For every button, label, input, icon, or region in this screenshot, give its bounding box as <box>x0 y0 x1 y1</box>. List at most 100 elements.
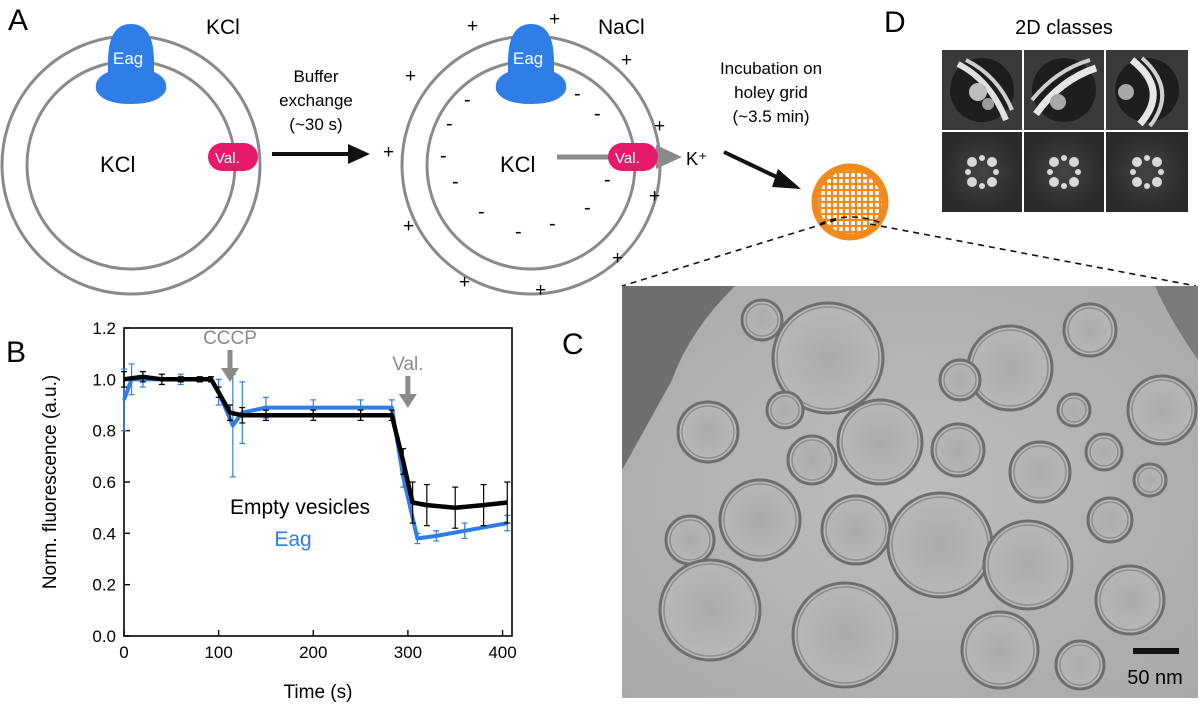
class-averages-grid <box>940 48 1190 214</box>
x-tick-label: 0 <box>119 643 128 662</box>
y-tick-label: 1.2 <box>92 319 116 338</box>
legend-empty-vesicles: Empty vesicles <box>230 496 370 519</box>
minus-charge: - <box>574 83 581 105</box>
panel-label-b: B <box>6 336 26 369</box>
minus-charge: - <box>478 201 485 223</box>
minus-charge: - <box>464 89 471 111</box>
vesicle-inner-leaflet <box>841 403 919 481</box>
plus-charge: + <box>612 248 623 269</box>
outside-buffer-label-right: NaCl <box>598 16 645 39</box>
y-axis-label: Norm. fluorescence (a.u.) <box>40 375 61 589</box>
vesicle-inner-leaflet <box>663 563 757 657</box>
class-average-top-view <box>1106 132 1188 212</box>
series-empty-vesicles <box>121 371 511 529</box>
vesicle-inner-leaflet <box>681 405 735 459</box>
vesicle-inner-leaflet <box>1061 397 1087 423</box>
step1-line1: Buffer <box>293 67 338 86</box>
vesicle <box>938 358 982 402</box>
plus-charge: + <box>459 272 470 293</box>
minus-charge: - <box>452 171 459 193</box>
panel-label-c: C <box>562 328 584 361</box>
valinomycin-left <box>208 143 258 171</box>
zoom-lines <box>621 216 1197 287</box>
inside-buffer-label: KCl <box>100 152 135 177</box>
class-average-side-view <box>1024 50 1104 130</box>
plus-charge: + <box>649 186 660 207</box>
scalebar-label: 50 nm <box>1127 667 1183 689</box>
x-tick-label: 300 <box>394 643 422 662</box>
vesicle <box>765 390 805 430</box>
vesicle-inner-leaflet <box>943 363 977 397</box>
series-line <box>123 374 508 510</box>
annotation-label: CCCP <box>203 328 257 349</box>
vesicle-inner-leaflet <box>791 439 833 481</box>
annotation-arrow-head <box>398 394 417 408</box>
vesicle-inner-leaflet <box>723 483 797 557</box>
panel-label-d: D <box>884 6 906 39</box>
vesicle <box>1056 392 1092 428</box>
x-tick-label: 200 <box>299 643 327 662</box>
vesicle <box>982 519 1074 611</box>
plus-charge: + <box>405 66 416 87</box>
minus-charge: - <box>446 113 453 135</box>
vesicle <box>740 298 784 342</box>
vesicle <box>836 398 924 486</box>
vesicle <box>676 400 740 464</box>
inside-buffer-label-right: KCl <box>500 152 535 177</box>
step2-line2: holey grid <box>734 83 808 102</box>
vesicle <box>886 491 994 599</box>
legend-eag: Eag <box>274 528 311 551</box>
vesicle <box>930 422 986 478</box>
plus-charge: + <box>403 216 414 237</box>
vesicle-inner-leaflet <box>1099 569 1161 631</box>
potassium-ion-label: K⁺ <box>686 149 708 169</box>
y-tick-label: 0.4 <box>92 524 116 543</box>
minus-charge: - <box>549 213 556 235</box>
vesicle-inner-leaflet <box>770 395 800 425</box>
outside-buffer-label: KCl <box>206 16 240 39</box>
x-tick-label: 400 <box>488 643 516 662</box>
y-tick-label: 0.0 <box>92 627 116 646</box>
y-tick-label: 0.2 <box>92 576 116 595</box>
plus-charge: + <box>654 116 665 137</box>
vesicle <box>966 324 1054 412</box>
vesicle-inner-leaflet <box>1091 501 1129 539</box>
x-axis-label: Time (s) <box>284 682 353 703</box>
eag-label-left: Eag <box>113 49 143 68</box>
val-label-right: Val. <box>615 150 640 167</box>
outer-charges: + + + + + + + + + + + <box>383 9 665 301</box>
plus-charge: + <box>467 16 478 37</box>
vesicle <box>820 494 892 566</box>
vesicle <box>791 581 899 689</box>
y-tick-label: 1.0 <box>92 370 116 389</box>
step2-line3: (~3.5 min) <box>733 107 810 126</box>
step2-line1: Incubation on <box>720 59 822 78</box>
class-average-side-view <box>1106 50 1188 130</box>
holey-grid <box>811 163 889 241</box>
vesicle <box>658 558 762 662</box>
incubation-arrow <box>723 150 801 189</box>
vesicle <box>1062 302 1118 358</box>
vesicle <box>960 610 1040 690</box>
eag-protein-left <box>95 24 167 104</box>
vesicle-inner-leaflet <box>1131 379 1193 441</box>
class-average-side-view <box>942 50 1022 130</box>
vesicle <box>1054 639 1106 691</box>
vesicle <box>786 434 838 486</box>
vesicle-inner-leaflet <box>1067 307 1113 353</box>
vesicle-inner-leaflet <box>987 524 1069 606</box>
class-average-top-view <box>942 132 1022 212</box>
minus-charge: - <box>515 221 522 243</box>
minus-charge: - <box>440 145 447 167</box>
vesicle-inner-leaflet <box>1013 445 1067 499</box>
annotation-arrow-head <box>220 368 239 382</box>
vesicle-inner-leaflet <box>1137 467 1163 493</box>
step1-line3: (~30 s) <box>289 115 342 134</box>
vesicle-inner-leaflet <box>745 303 779 337</box>
vesicle <box>771 301 885 415</box>
vesicle <box>664 514 716 566</box>
vesicle-inner-leaflet <box>1089 437 1119 467</box>
valinomycin-right <box>608 143 658 171</box>
